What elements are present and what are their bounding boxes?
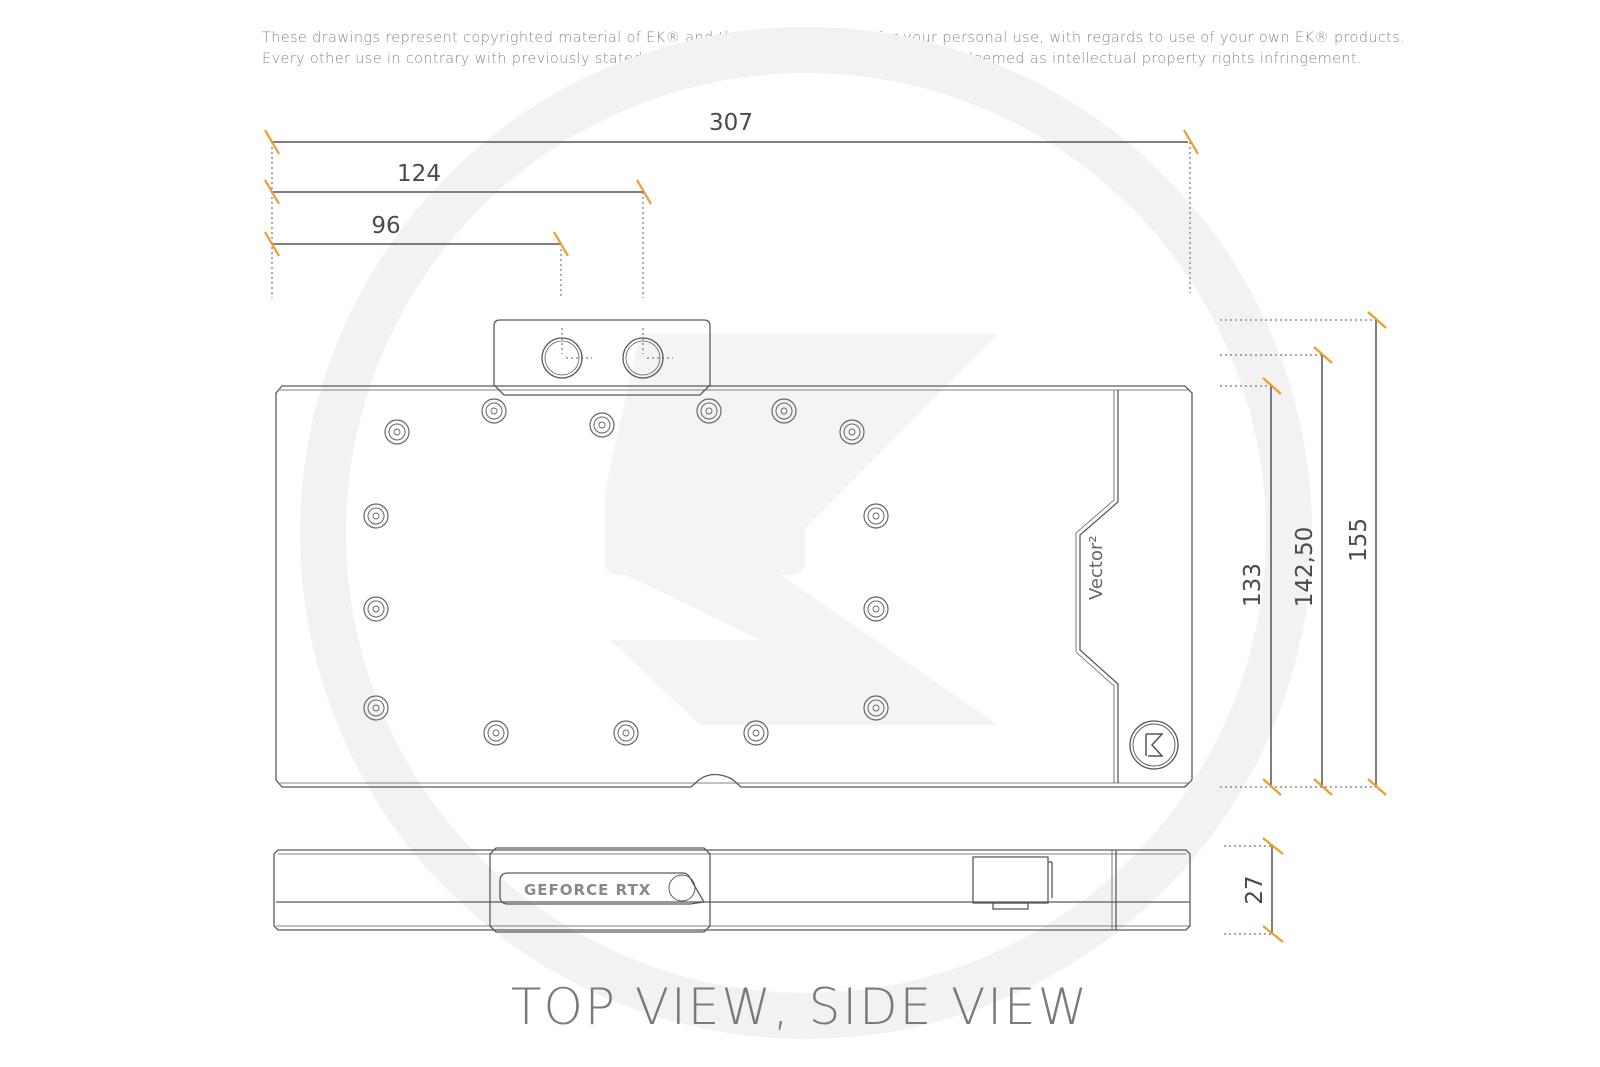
view-title: TOP VIEW, SIDE VIEW	[510, 978, 1090, 1036]
ek-watermark	[300, 27, 1312, 1039]
tick-mark	[1313, 346, 1333, 364]
dim-label-155: 155	[1346, 518, 1372, 562]
screw-icon	[696, 398, 722, 424]
dim-label-307: 307	[709, 110, 753, 136]
screw-icon	[839, 419, 865, 445]
ek-logo-badge	[1129, 720, 1179, 770]
screw-icon	[363, 695, 389, 721]
tick-mark	[264, 129, 280, 155]
tick-mark	[1313, 778, 1333, 796]
tick-mark	[1262, 778, 1282, 796]
tick-mark	[1262, 925, 1284, 943]
mounting-screws	[363, 398, 889, 746]
dim-label-142-50: 142,50	[1292, 527, 1318, 607]
dim-label-27: 27	[1242, 875, 1268, 904]
tick-mark	[1367, 778, 1387, 796]
screw-icon	[863, 503, 889, 529]
screw-icon	[483, 720, 509, 746]
screw-icon	[384, 419, 410, 445]
tick-mark	[553, 231, 569, 257]
dimension-height-total: 155	[1220, 311, 1387, 796]
dimension-port-to-edge: 124	[264, 161, 652, 298]
screw-icon	[363, 596, 389, 622]
model-label: Vector²	[1086, 535, 1107, 600]
screw-icon	[481, 398, 507, 424]
tick-mark	[1367, 311, 1387, 329]
tick-mark	[264, 179, 280, 205]
screw-icon	[743, 720, 769, 746]
tick-mark	[1262, 377, 1282, 395]
tick-mark	[264, 231, 280, 257]
geforce-rtx-badge: GEFORCE RTX	[524, 881, 651, 899]
top-view	[275, 319, 1193, 788]
screw-icon	[863, 695, 889, 721]
screw-icon	[771, 398, 797, 424]
screw-icon	[589, 412, 615, 438]
tick-mark	[1183, 129, 1199, 155]
tick-mark	[1262, 837, 1284, 855]
dimension-thickness: 27	[1224, 837, 1284, 943]
side-view	[273, 847, 1191, 933]
dim-label-96: 96	[371, 213, 400, 239]
screw-icon	[363, 503, 389, 529]
screw-icon	[863, 596, 889, 622]
dimension-port-offset: 96	[264, 213, 569, 298]
dimension-overall-length: 307	[264, 110, 1199, 298]
dim-label-133: 133	[1240, 563, 1266, 607]
screw-icon	[613, 720, 639, 746]
dimension-height-mid: 142,50	[1220, 346, 1333, 796]
dim-label-124: 124	[397, 161, 441, 187]
tick-mark	[636, 179, 652, 205]
dimension-height-block: 133	[1220, 377, 1376, 796]
